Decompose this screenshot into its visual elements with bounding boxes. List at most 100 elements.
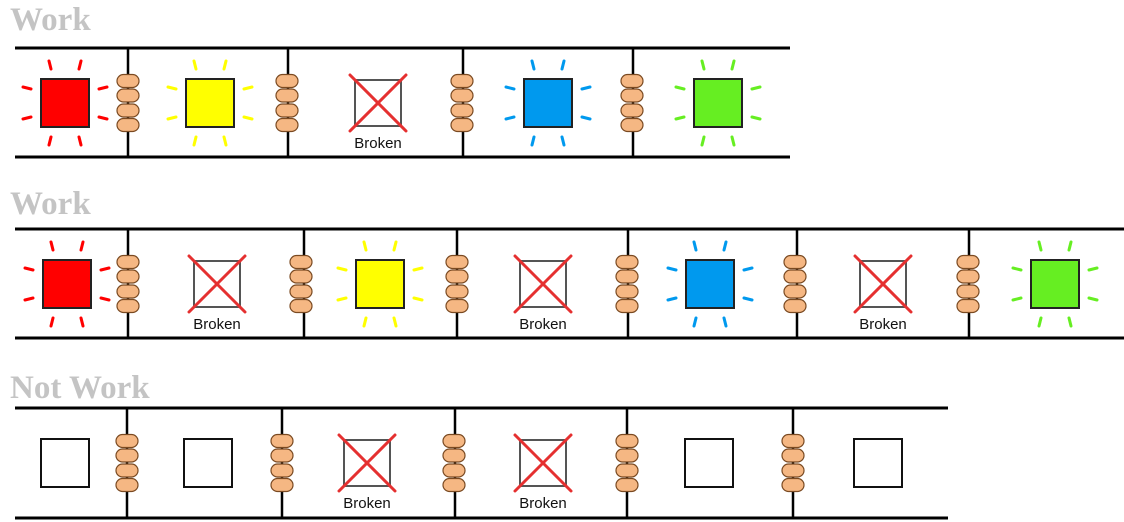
led-broken: Broken: [348, 73, 408, 152]
glow-ray: [336, 266, 348, 272]
glow-ray: [1011, 266, 1023, 272]
broken-cross-icon: [513, 254, 573, 314]
resistor-band: [956, 269, 980, 284]
cross-stroke: [348, 73, 408, 133]
glow-ray: [504, 115, 516, 121]
glow-ray: [530, 135, 536, 147]
cross-stroke: [513, 254, 573, 314]
unlit-led: [40, 438, 90, 488]
glow-ray: [700, 135, 706, 147]
resistor-band: [445, 254, 469, 270]
glow-ray: [742, 296, 754, 302]
glow-ray: [79, 240, 85, 252]
led-lit: [336, 240, 424, 328]
resistor-band: [445, 298, 469, 314]
resistor-band: [115, 433, 139, 449]
glow-ray: [99, 296, 111, 302]
resistor-band: [270, 433, 294, 449]
resistor-band: [956, 284, 980, 299]
led-off: [183, 438, 233, 488]
broken-led-box: [519, 439, 567, 487]
broken-cross-icon: [187, 254, 247, 314]
resistor: [116, 73, 140, 133]
glow-ray: [166, 115, 178, 121]
resistor: [442, 433, 466, 493]
resistor: [115, 433, 139, 493]
resistor-band: [442, 433, 466, 449]
resistor-band: [783, 298, 807, 314]
resistor-band: [615, 254, 639, 270]
resistor-band: [270, 463, 294, 478]
glow-ray: [530, 59, 536, 71]
glow-ray: [1037, 316, 1043, 328]
glow-ray: [674, 115, 686, 121]
glow-rays: [666, 240, 754, 328]
led-chip: [523, 78, 573, 128]
unlit-led: [684, 438, 734, 488]
led-broken: Broken: [513, 254, 573, 333]
glow-ray: [77, 59, 83, 71]
glow-ray: [560, 135, 566, 147]
resistor-band: [781, 433, 805, 449]
resistor-band: [116, 88, 140, 103]
broken-label: Broken: [519, 495, 567, 512]
glow-ray: [222, 135, 228, 147]
resistor-band: [275, 73, 299, 89]
resistor: [445, 254, 469, 314]
resistor-band: [956, 298, 980, 314]
resistor-band: [442, 463, 466, 478]
glow-ray: [730, 135, 736, 147]
resistor: [956, 254, 980, 314]
resistor-band: [450, 88, 474, 103]
glow-ray: [47, 135, 53, 147]
panel-1-title: Work: [10, 2, 91, 38]
glow-ray: [192, 135, 198, 147]
panel-3-title: Not Work: [10, 370, 150, 406]
resistor: [275, 73, 299, 133]
resistor-band: [445, 269, 469, 284]
glow-ray: [99, 266, 111, 272]
resistor-band: [783, 254, 807, 270]
broken-label: Broken: [193, 316, 241, 333]
glow-ray: [1067, 240, 1073, 252]
broken-cross-icon: [337, 433, 397, 493]
resistor: [615, 433, 639, 493]
resistor: [620, 73, 644, 133]
glow-ray: [23, 296, 35, 302]
glow-ray: [362, 316, 368, 328]
led-broken: Broken: [513, 433, 573, 512]
glow-ray: [21, 115, 33, 121]
resistor-band: [781, 448, 805, 463]
resistor: [783, 254, 807, 314]
resistor-band: [615, 477, 639, 493]
resistor-band: [442, 477, 466, 493]
resistor-band: [783, 284, 807, 299]
glow-ray: [23, 266, 35, 272]
resistor-band: [289, 254, 313, 270]
resistor: [289, 254, 313, 314]
led-chip: [355, 259, 405, 309]
resistor-band: [116, 284, 140, 299]
unlit-led: [183, 438, 233, 488]
glow-rays: [23, 240, 111, 328]
cross-stroke: [853, 254, 913, 314]
resistor-band: [115, 448, 139, 463]
glow-ray: [242, 115, 254, 121]
glow-ray: [692, 240, 698, 252]
resistor-band: [615, 298, 639, 314]
resistor-band: [615, 448, 639, 463]
unlit-led: [853, 438, 903, 488]
led-lit: [504, 59, 592, 147]
broken-cross-icon: [348, 73, 408, 133]
glow-ray: [666, 266, 678, 272]
resistor-band: [270, 448, 294, 463]
glow-ray: [666, 296, 678, 302]
glow-ray: [242, 85, 254, 91]
led-chip: [185, 78, 235, 128]
broken-label: Broken: [859, 316, 907, 333]
cross-stroke: [187, 254, 247, 314]
glow-ray: [97, 115, 109, 121]
resistor-band: [620, 73, 644, 89]
broken-led-box: [354, 79, 402, 127]
